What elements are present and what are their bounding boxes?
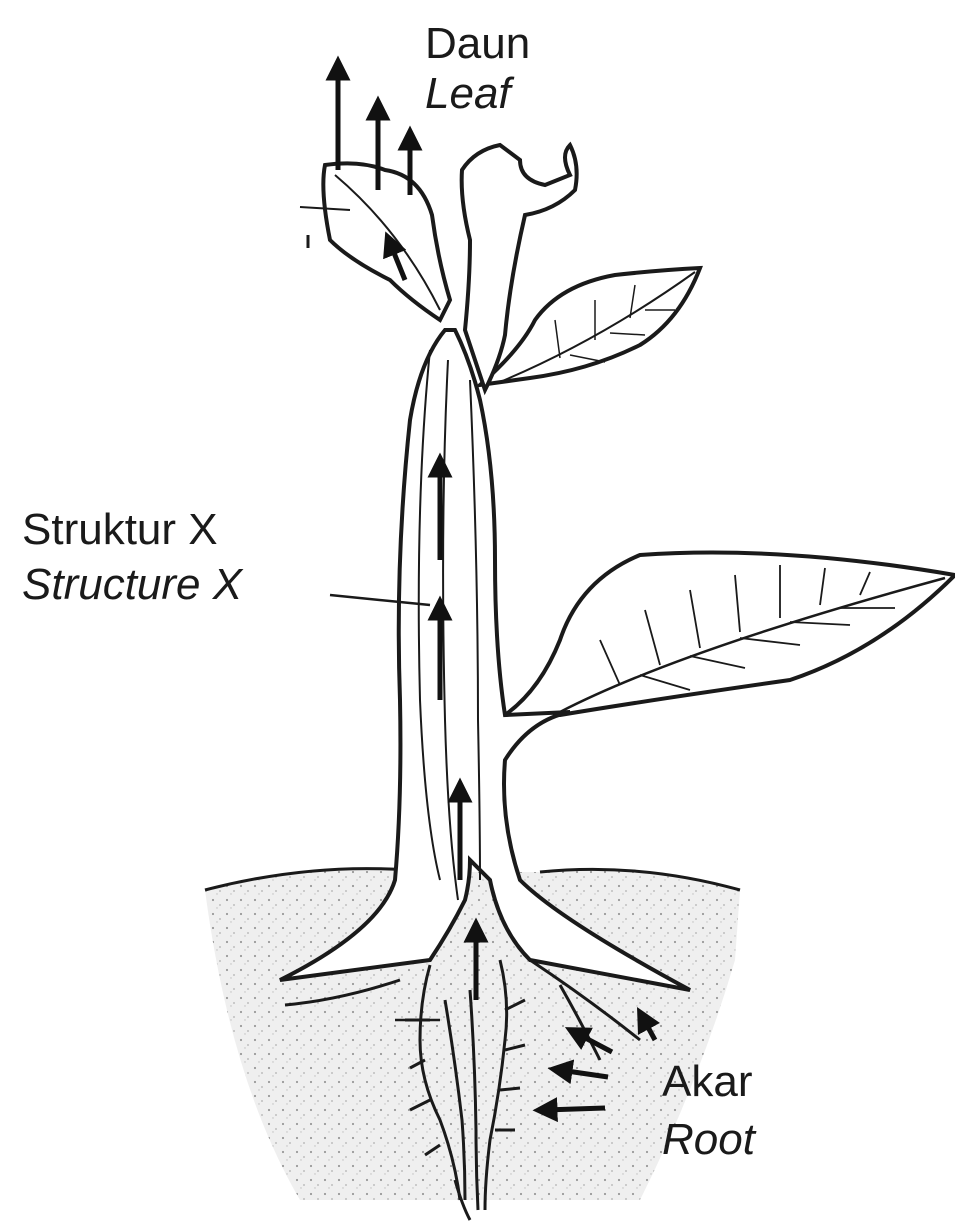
leaf-label-ms: Daun — [425, 22, 530, 66]
structure-label-ms: Struktur X — [22, 508, 218, 552]
root-label-ms: Akar — [662, 1060, 752, 1104]
structure-label-en: Structure X — [22, 563, 242, 607]
lower-leaf — [505, 553, 955, 716]
flow-arrow-root-3 — [545, 1108, 605, 1110]
leaf-label-en: Leaf — [425, 72, 511, 116]
top-left-leaf — [300, 163, 450, 320]
root-label-en: Root — [662, 1118, 755, 1162]
